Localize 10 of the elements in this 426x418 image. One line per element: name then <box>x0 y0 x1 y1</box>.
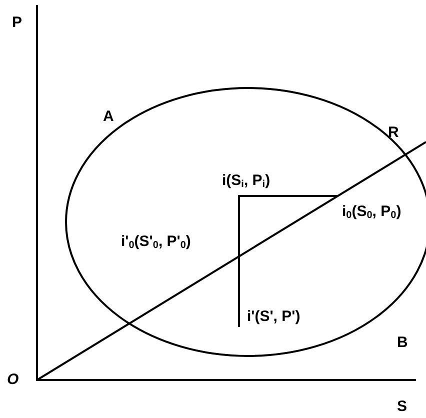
origin-label: O <box>7 371 19 388</box>
point-label: i(S$_{i}$, P$_{i}$) <box>222 172 270 192</box>
point-label: i'(S', P') <box>247 308 300 325</box>
region-label: B <box>397 334 408 351</box>
point-label: i'$_{0}$(S'$_{0}$, P'$_{0}$) <box>121 233 191 253</box>
point-label: R <box>388 124 399 141</box>
region-label: A <box>103 108 114 125</box>
axis-label: S <box>397 398 408 415</box>
point-label: i$_{0}$(S$_{0}$, P$_{0}$) <box>342 203 402 223</box>
axis-label: P <box>12 14 22 31</box>
